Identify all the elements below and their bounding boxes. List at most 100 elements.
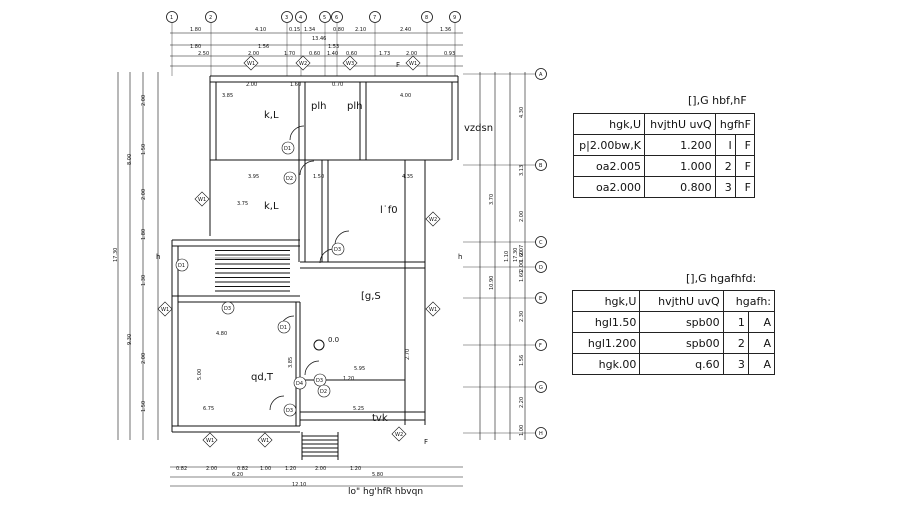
dimension-label: 0.60 (346, 51, 357, 57)
table-cell: A (747, 353, 776, 375)
dimension-label: 9.30 (127, 334, 133, 345)
table-cell: F (734, 155, 756, 177)
room-label: plh (347, 101, 362, 112)
axis-label: A (539, 72, 543, 78)
dimension-label: 1.20 (343, 376, 354, 382)
room-label: plh (311, 101, 326, 112)
dimension-label: 1.00 (260, 466, 271, 472)
dimension-label: 12.10 (292, 482, 306, 488)
room-label: qd,T (251, 372, 274, 383)
window-tag (405, 55, 421, 71)
table-header-row: hgk,U hvjthU uvQ hgafh: (571, 290, 776, 312)
table-cell: A (747, 311, 776, 333)
dimension-label: 5.95 (354, 366, 365, 372)
table-cell: F (734, 176, 756, 198)
table-cell: A (747, 332, 776, 354)
axis-label: H (539, 431, 543, 437)
door-tag (283, 171, 297, 185)
table-row: p|2.00bw,K 1.200 I F (572, 134, 756, 156)
dimension-label: 1.10 (504, 251, 510, 262)
dimension-label: 2.40 (400, 27, 411, 33)
axis-label: B (539, 163, 543, 169)
dimension-label: 2.00 (519, 211, 525, 222)
window-tag-label: W3 (346, 61, 354, 67)
table-cell: F (734, 134, 756, 156)
dimension-label: 1.20 (350, 466, 361, 472)
table-cell: oa2.000 (572, 176, 646, 198)
dimension-label: 2.10 (355, 27, 366, 33)
dimension-label: 1.00 (519, 425, 525, 436)
axis-bubble (535, 292, 547, 304)
dimension-label: 1.20 (285, 466, 296, 472)
dimension-label: 1.60 (519, 251, 525, 262)
door-tag-label: D3 (224, 306, 231, 312)
table-header-row: hgk,U hvjthU uvQ hgfhF (572, 113, 756, 135)
dimension-label: 1.60 (519, 271, 525, 282)
axis-label: 7 (373, 15, 376, 21)
axis-label: 8 (425, 15, 428, 21)
axis-bubble (535, 261, 547, 273)
dimension-label: 2.00 (246, 82, 257, 88)
axis-bubble (369, 11, 381, 23)
door-swing (299, 160, 315, 176)
section-mark: F (424, 438, 428, 446)
dimension-label: 1.56 (519, 355, 525, 366)
dimension-label: 4.35 (402, 174, 413, 180)
axis-label: 4 (299, 15, 302, 21)
axis-bubble (535, 427, 547, 439)
table-cell: hgk.00 (571, 353, 641, 375)
dimension-label: 1.53 (328, 44, 339, 50)
dimension-label: 17.30 (113, 248, 119, 262)
dimension-label: 1.40 (327, 51, 338, 57)
window-schedule-table: hgk,U hvjthU uvQ hgafh: hgl1.50 spb00 1 … (571, 290, 776, 375)
dimension-label: 3.13 (519, 165, 525, 176)
window-tag-label: W1 (206, 438, 214, 444)
door-tag (293, 376, 307, 390)
door-tag-label: D2 (286, 176, 293, 182)
window-tag-label: W2 (429, 217, 437, 223)
window-tag (391, 426, 407, 442)
dimension-label: 3.75 (237, 201, 248, 207)
dimension-label: 8.00 (127, 154, 133, 165)
table-cell: 1.000 (644, 155, 716, 177)
axis-bubble (449, 11, 461, 23)
dimension-label: 0.60 (309, 51, 320, 57)
section-mark: h (458, 253, 462, 261)
door-swing (289, 125, 305, 141)
axis-label: 2 (209, 15, 212, 21)
table-cell: oa2.005 (572, 155, 646, 177)
dimension-label: 1.80 (190, 27, 201, 33)
window-tag (157, 301, 173, 317)
window-tag (425, 301, 441, 317)
room-label: tvk (372, 413, 388, 424)
table-row: hgl1.200 spb00 2 A (571, 332, 776, 354)
window-tag-label: W1 (247, 61, 255, 67)
dimension-label: 1.60 (290, 82, 301, 88)
table-cell: 1 (722, 311, 749, 333)
dimension-label: 0.80 (333, 27, 344, 33)
plan-title: lo" hg'hfR hbvqn (348, 487, 423, 497)
axis-bubble (295, 11, 307, 23)
table-cell: p|2.00bw,K (572, 134, 646, 156)
table-cell: hgl1.200 (571, 332, 641, 354)
table-cell: spb00 (639, 311, 724, 333)
table-cell: q.60 (639, 353, 724, 375)
dimension-label: 2.70 (405, 349, 411, 360)
door-swing (334, 230, 350, 246)
dimension-label: 0.70 (332, 82, 343, 88)
door-tag-label: D3 (286, 408, 293, 414)
dimension-label: 1.36 (440, 27, 451, 33)
axis-bubble (535, 68, 547, 80)
dimension-label: 1.50 (141, 401, 147, 412)
dimension-label: 5.00 (197, 369, 203, 380)
window-tag (202, 432, 218, 448)
level-symbol (313, 339, 325, 351)
room-label: k,L (264, 201, 279, 212)
door-tag-label: D3 (316, 378, 323, 384)
axis-bubble (535, 381, 547, 393)
dimension-label: 17.30 (513, 248, 519, 262)
table-cell: 0.800 (644, 176, 716, 198)
door-tag (281, 141, 295, 155)
